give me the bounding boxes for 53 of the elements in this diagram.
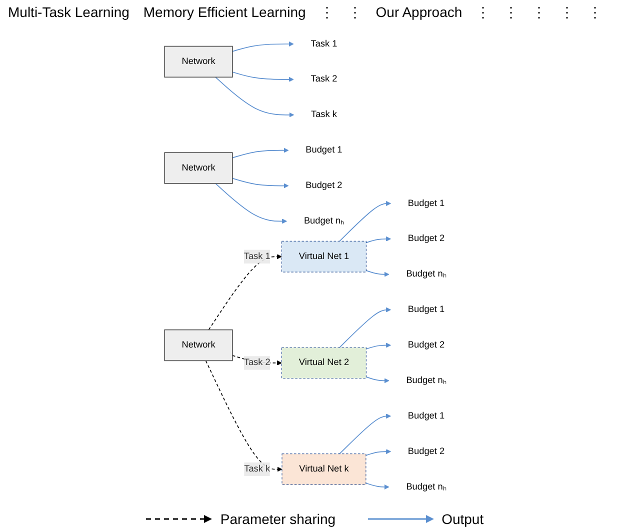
- node-text: Budget 2: [408, 340, 445, 350]
- node-text: Budget 2: [408, 234, 445, 244]
- node-box: Virtual Net 1: [281, 240, 366, 272]
- arrow: [366, 270, 390, 277]
- node-text: Budget nₕ: [304, 216, 344, 226]
- edge-label: Task k: [244, 464, 270, 474]
- node-box: Virtual Net 2: [281, 347, 366, 379]
- panel-label: ⋮: [560, 4, 574, 20]
- node-text: Budget 2: [306, 180, 342, 190]
- node-box: Network: [164, 329, 233, 362]
- node-text: Budget nₕ: [406, 376, 446, 386]
- node-box: Network: [164, 46, 233, 78]
- panel-label: ⋮: [476, 4, 490, 20]
- node-text: Budget 1: [306, 145, 342, 155]
- node-text: Budget nₕ: [406, 269, 446, 279]
- node-box: Network: [164, 152, 233, 184]
- node-text: Budget 1: [408, 410, 445, 421]
- panel-label: Multi-Task Learning: [8, 4, 130, 20]
- node-text: Budget 1: [408, 304, 445, 314]
- panel-label: ⋮: [532, 4, 546, 20]
- edge-label: Task 2: [244, 358, 270, 368]
- node-text: Budget nₕ: [406, 482, 446, 492]
- node-text: Budget 2: [408, 446, 445, 456]
- node-box: Virtual Net k: [282, 454, 366, 485]
- arrow: [232, 42, 294, 52]
- arrow: [205, 360, 282, 472]
- arrow: [366, 376, 390, 384]
- panel-label: ⋮: [504, 4, 518, 20]
- arrow: [339, 200, 391, 242]
- panel-label: Our Approach: [376, 4, 462, 20]
- arrow: [339, 414, 391, 454]
- panel-label: ⋮: [320, 4, 334, 20]
- node-text: Task k: [311, 110, 337, 120]
- edge-label: Task 1: [244, 251, 270, 262]
- arrow: [232, 178, 289, 188]
- arrow: [232, 148, 289, 158]
- arrow: [366, 449, 391, 456]
- node-text: Task 1: [310, 38, 338, 49]
- arrow: [339, 307, 391, 348]
- arrow: [366, 236, 391, 244]
- legend-text: Output: [442, 511, 484, 527]
- arrow: [215, 183, 288, 224]
- arrow: [232, 72, 294, 82]
- panel-label: Memory Efficient Learning: [143, 4, 306, 20]
- arrow: [208, 254, 282, 330]
- node-text: Budget 1: [408, 198, 445, 208]
- node-text: Task 2: [310, 74, 338, 84]
- panel-label: ⋮: [588, 4, 602, 20]
- arrow: [366, 482, 390, 490]
- arrow: [215, 76, 294, 118]
- legend-text: Parameter sharing: [220, 511, 336, 527]
- arrow: [366, 342, 391, 350]
- panel-label: ⋮: [348, 4, 362, 20]
